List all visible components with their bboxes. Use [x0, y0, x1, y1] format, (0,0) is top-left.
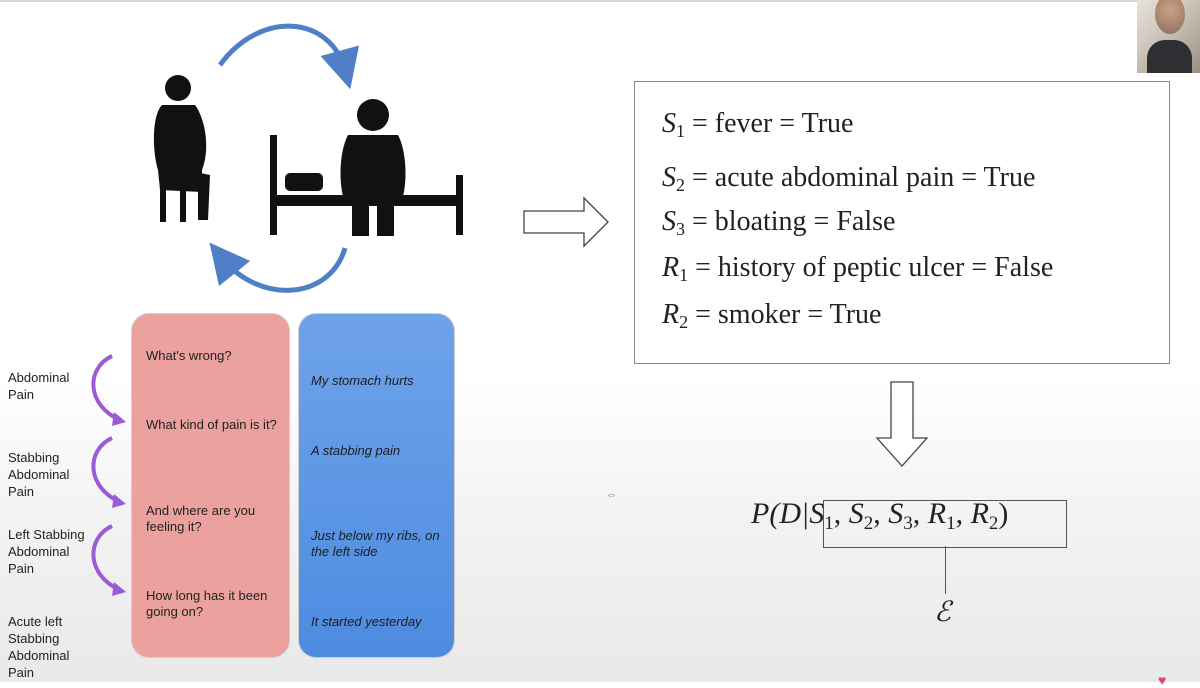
equation-s3: S3 = bloating = False: [662, 206, 896, 239]
symptom-label-4: Acute left Stabbing Abdominal Pain: [8, 614, 70, 680]
posterior-formula: P(D|S1, S2, S3, R1, R2): [751, 497, 1009, 534]
consultation-illustration: [153, 23, 463, 293]
webcam-person-head: [1155, 0, 1185, 34]
right-arrow-icon: [523, 196, 609, 248]
answer-4: It started yesterday: [311, 614, 422, 629]
curved-arrow-icon: [91, 354, 126, 426]
heart-icon: ♥: [1158, 672, 1167, 688]
top-border: [0, 0, 1138, 2]
answer-1: My stomach hurts: [311, 373, 414, 388]
question-3: And where are you feeling it?: [146, 503, 256, 534]
answer-3: Just below my ribs, on the left side: [311, 528, 440, 559]
symptom-label-2: Stabbing Abdominal Pain: [8, 450, 70, 499]
answer-2: A stabbing pain: [311, 443, 401, 458]
symptom-label-3: Left Stabbing Abdominal Pain: [8, 527, 85, 576]
cycle-arrow-icon: [217, 23, 360, 90]
question-4: How long has it been going on?: [146, 588, 268, 619]
equation-s2: S2 = acute abdominal pain = True: [662, 162, 1036, 195]
equation-r1: R1 = history of peptic ulcer = False: [662, 252, 1054, 285]
equation-r2: R2 = smoker = True: [662, 299, 882, 332]
cycle-arrow-icon: [209, 242, 348, 293]
webcam-person-body: [1147, 40, 1192, 73]
equation-s1: S1 = fever = True: [662, 108, 854, 141]
curved-arrow-icon: [91, 524, 126, 596]
down-arrow-icon: [875, 381, 929, 467]
webcam-thumbnail: [1137, 0, 1200, 73]
patient-answers-panel: [298, 313, 455, 658]
evidence-bracket-box: [823, 500, 1067, 548]
question-2: What kind of pain is it?: [146, 417, 277, 432]
evidence-symbol: ℰ: [934, 597, 951, 628]
evidence-connector-line: [945, 546, 946, 594]
thinking-person-icon: [153, 75, 210, 222]
symptom-label-1: Abdominal Pain: [8, 370, 70, 402]
curved-arrow-icon: [91, 436, 126, 508]
question-1: What's wrong?: [146, 348, 232, 363]
patient-on-bed-icon: [270, 99, 463, 236]
resize-cursor-icon: ⇔: [606, 489, 617, 501]
doctor-questions-panel: [131, 313, 290, 658]
symptom-variables-box: [634, 81, 1170, 364]
